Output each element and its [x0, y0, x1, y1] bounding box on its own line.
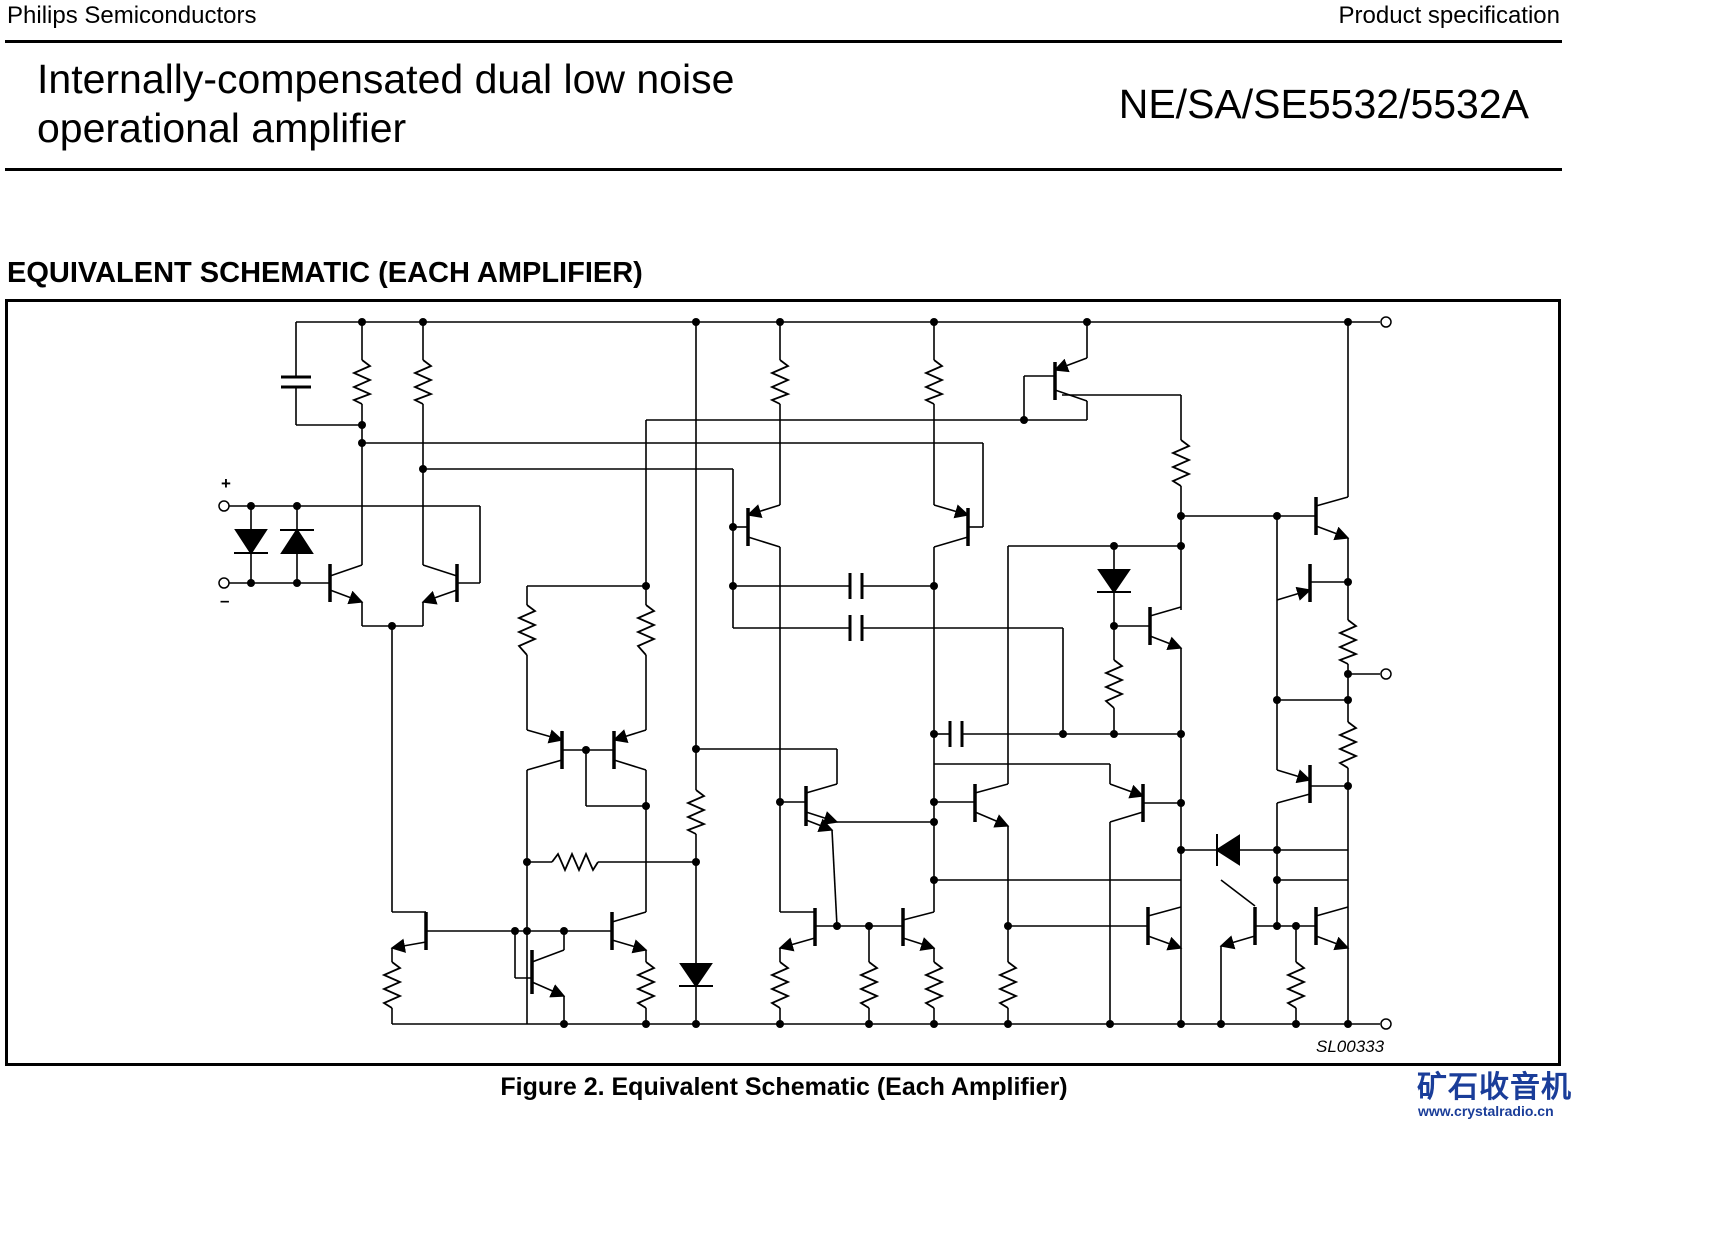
inverting-input-terminal — [218, 577, 230, 589]
output-terminal — [1380, 668, 1392, 680]
schematic-frame — [5, 299, 1561, 1066]
header-rule-bottom — [5, 168, 1562, 171]
title-line-2: operational amplifier — [37, 105, 407, 151]
noninverting-input-terminal — [218, 500, 230, 512]
title-line-1: Internally-compensated dual low noise — [37, 56, 735, 102]
plus-input-label: + — [221, 474, 231, 493]
watermark-url: www.crystalradio.cn — [1418, 1103, 1554, 1119]
document-type: Product specification — [1338, 2, 1560, 29]
company-name: Philips Semiconductors — [7, 2, 257, 29]
document-title: Internally-compensated dual low noise op… — [37, 55, 734, 153]
v-minus-terminal — [1380, 1018, 1392, 1030]
section-heading: EQUIVALENT SCHEMATIC (EACH AMPLIFIER) — [7, 257, 643, 289]
part-number: NE/SA/SE5532/5532A — [1118, 81, 1529, 127]
header-rule-top — [5, 40, 1562, 43]
watermark-logo: 矿石收音机 — [1417, 1071, 1572, 1104]
v-plus-terminal — [1380, 316, 1392, 328]
minus-input-label: – — [220, 591, 229, 610]
drawing-id: SL00333 — [1316, 1037, 1385, 1056]
figure-caption: Figure 2. Equivalent Schematic (Each Amp… — [500, 1073, 1068, 1101]
